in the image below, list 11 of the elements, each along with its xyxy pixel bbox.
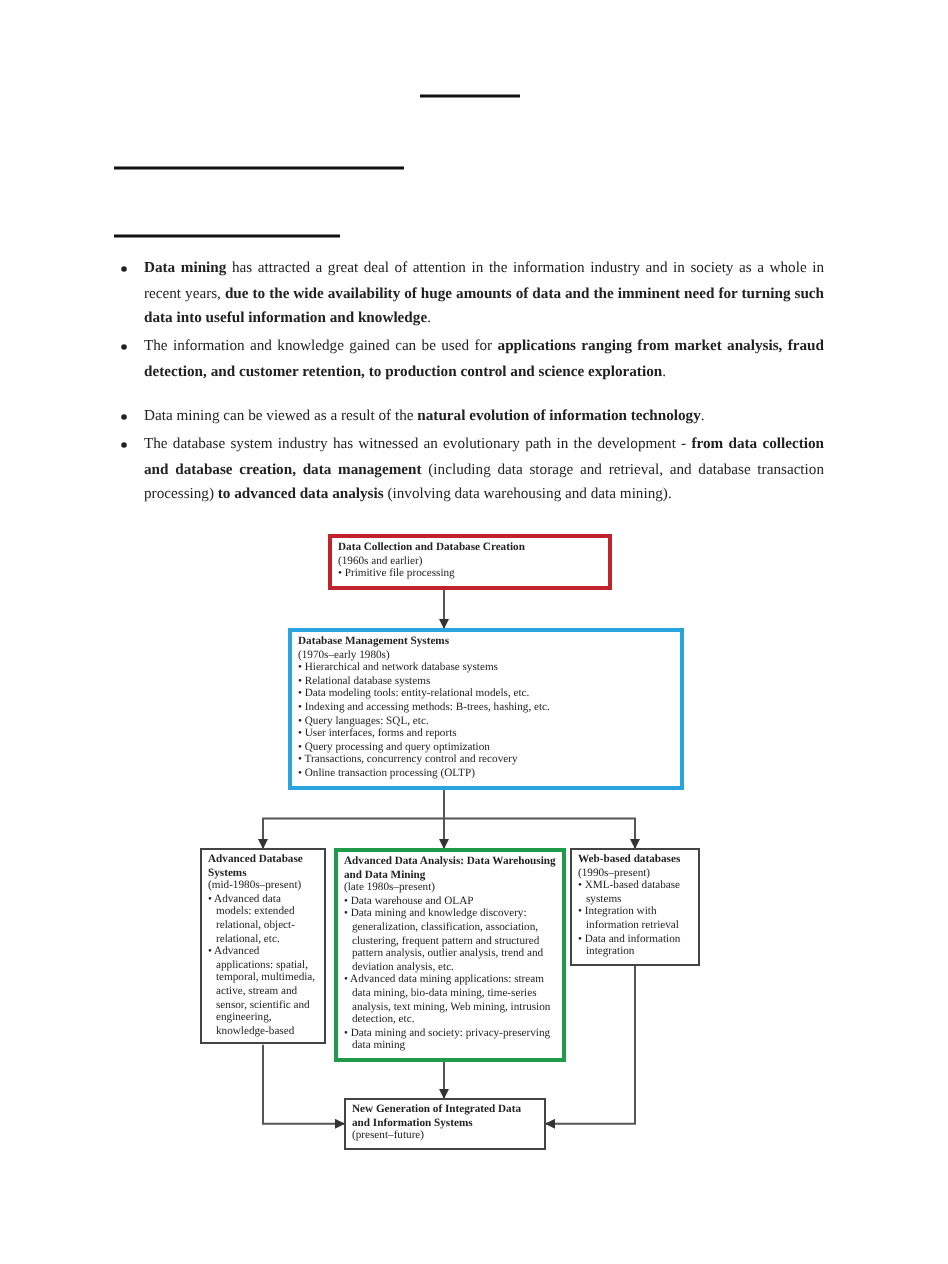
stage-box [200,848,326,1045]
stage-box [344,1098,546,1150]
arrow [545,964,636,1129]
arrow [439,588,449,629]
arrow [439,1060,449,1099]
stage-box [328,534,612,590]
stage-box [288,628,684,790]
stage-box [570,848,700,966]
arrow [262,1043,345,1129]
arrow [443,788,640,849]
stage-box [334,848,566,1062]
